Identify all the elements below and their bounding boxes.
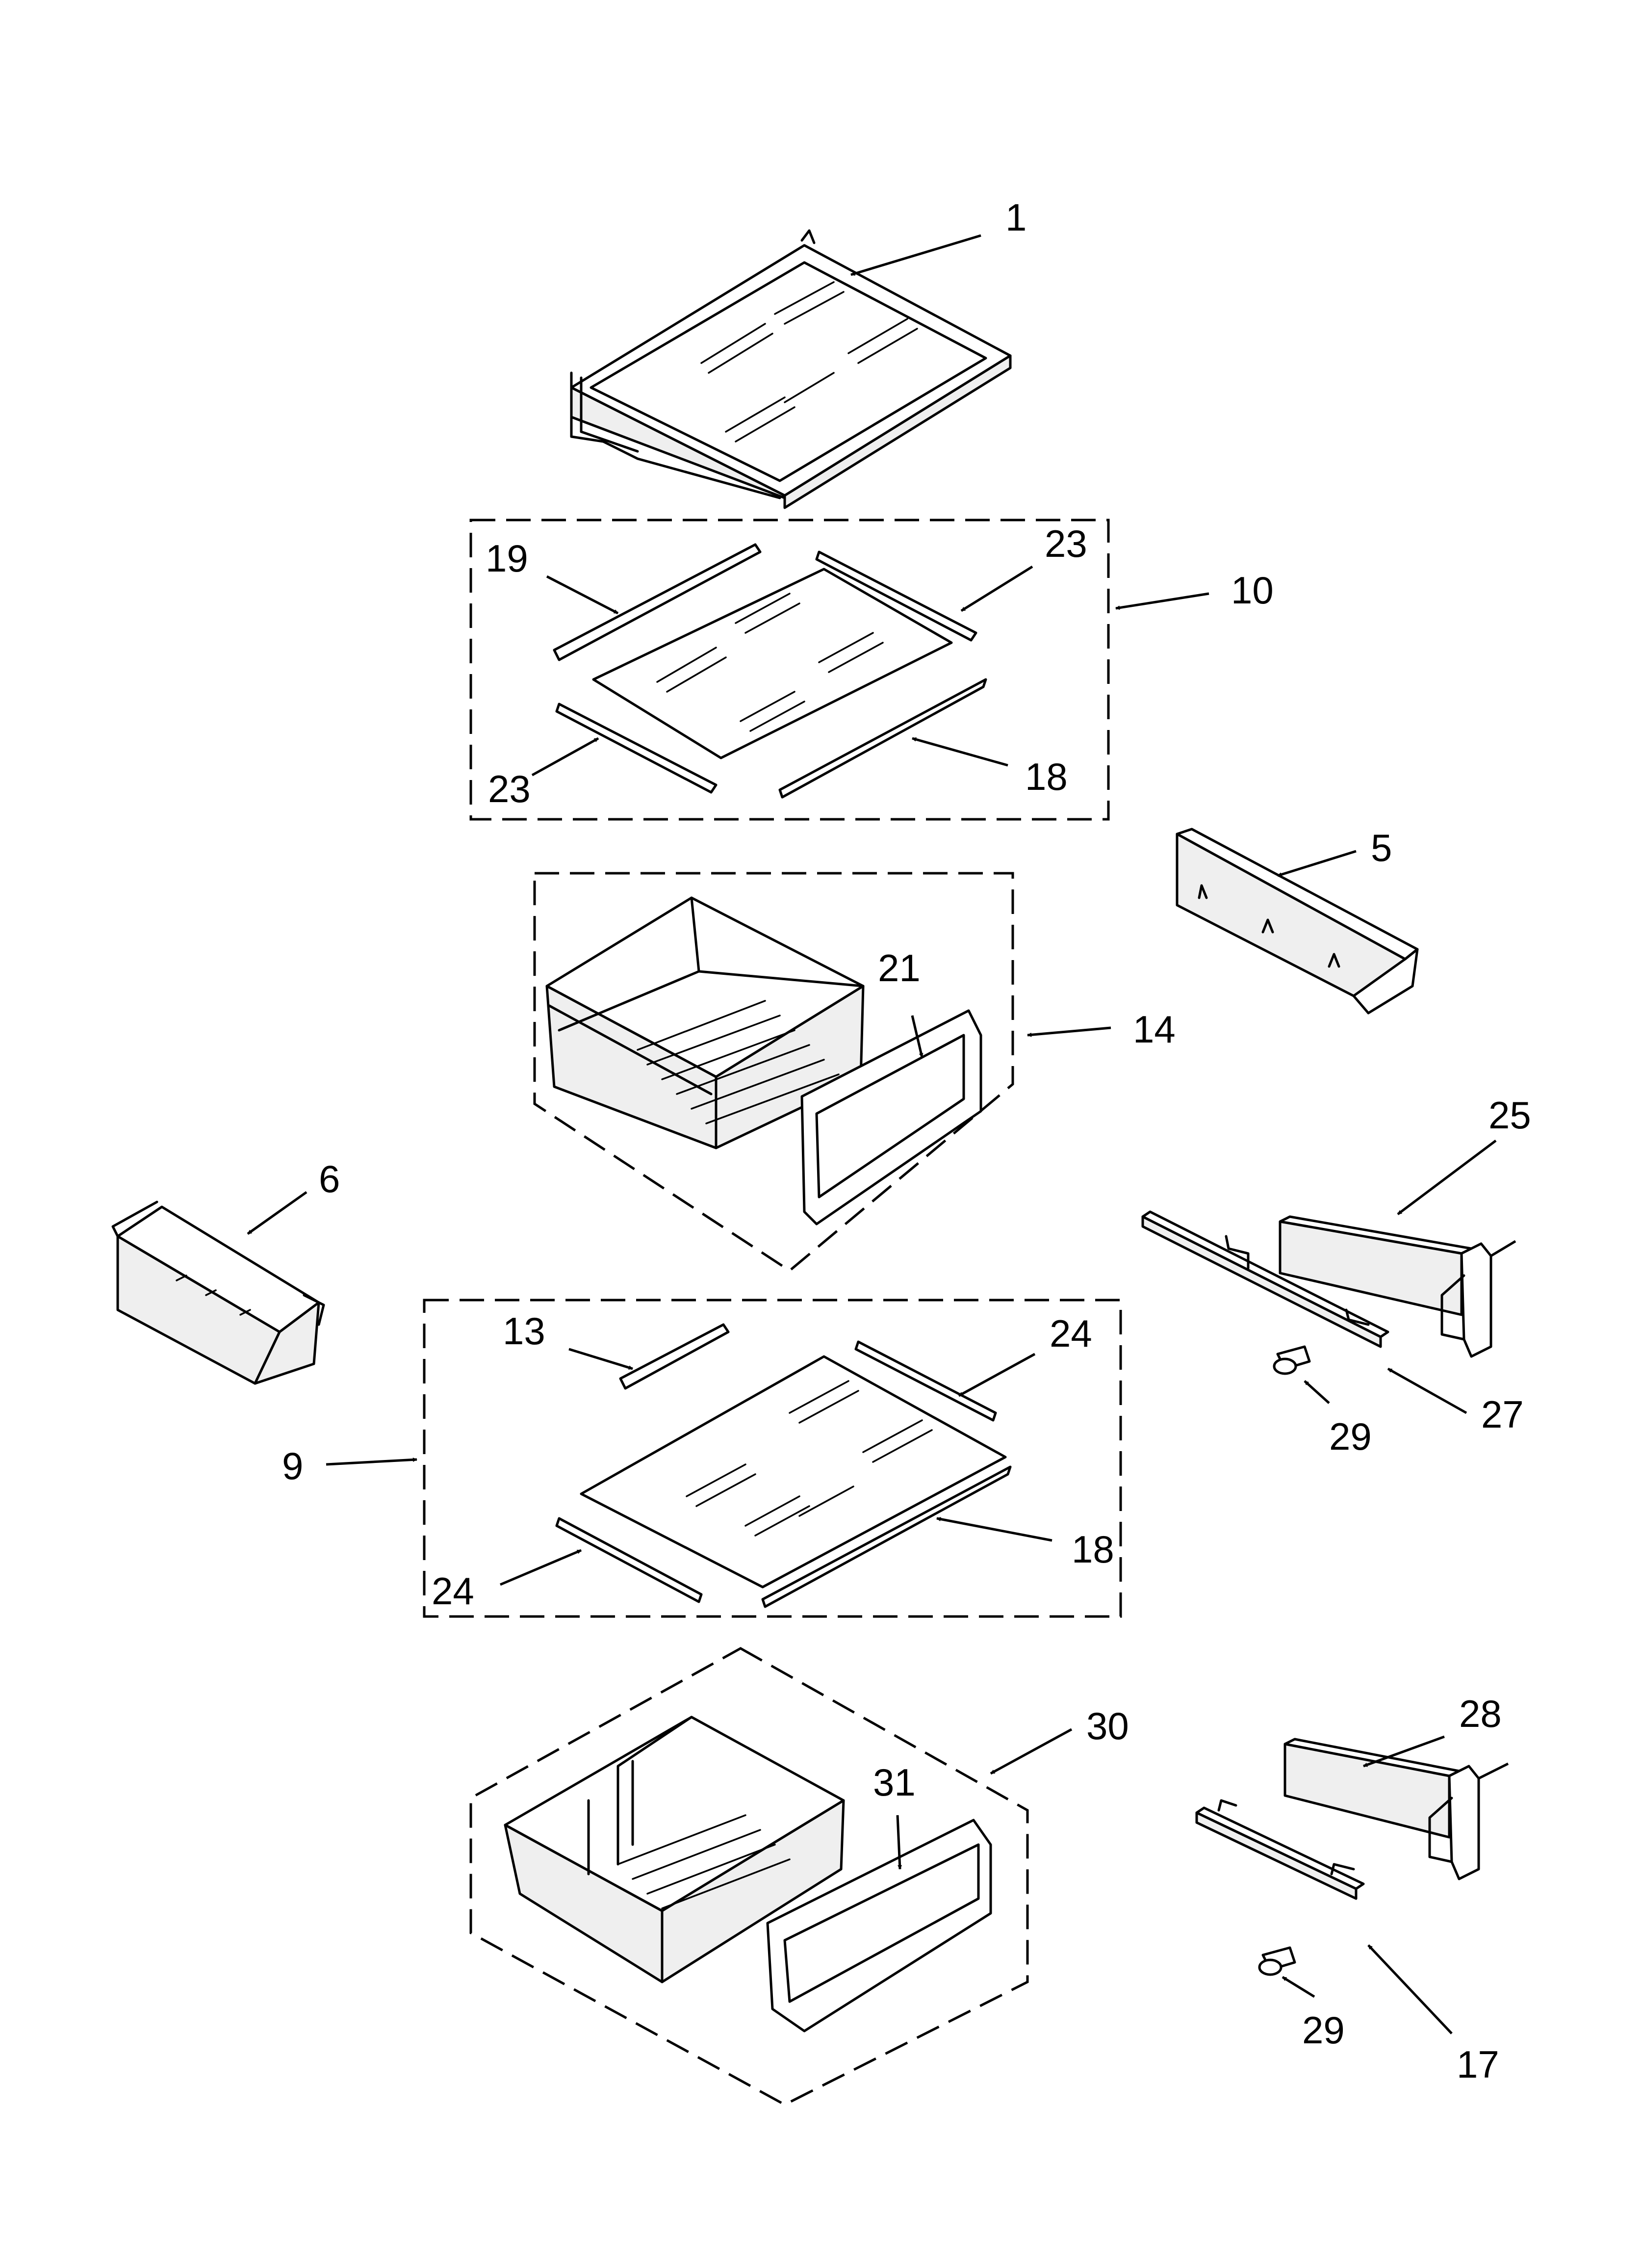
callout-25: 25 (1488, 1094, 1531, 1137)
callout-9: 9 (282, 1444, 303, 1487)
callout-6: 6 (319, 1157, 340, 1200)
callout-29-upper: 29 (1329, 1415, 1372, 1458)
leader-lines (247, 234, 1497, 2034)
part-meat-drawer-lower (469, 1647, 1029, 2106)
callout-10: 10 (1231, 569, 1274, 612)
callout-28: 28 (1459, 1692, 1502, 1735)
callout-24-lower-left: 24 (432, 1569, 474, 1613)
screw-icon-upper (1273, 1345, 1311, 1375)
part-bin (111, 1200, 325, 1385)
callout-24-upper-right: 24 (1050, 1312, 1092, 1355)
callout-19: 19 (486, 537, 528, 580)
part-channel (1176, 828, 1419, 1015)
part-crisper-drawer-upper (533, 872, 1014, 1273)
callout-17: 17 (1457, 2043, 1499, 2086)
part-shelf-glass-kit (469, 519, 1110, 821)
screw-icon-lower (1258, 1946, 1296, 1976)
part-slide-assembly-upper (1141, 1210, 1516, 1358)
callout-27: 27 (1481, 1393, 1524, 1436)
callout-18-upper: 18 (1025, 755, 1068, 798)
callout-30: 30 (1086, 1704, 1129, 1747)
part-shelf-assembly (570, 229, 1012, 509)
callout-31: 31 (873, 1761, 916, 1804)
part-shelf-glass-kit-lower (423, 1299, 1122, 1618)
part-slide-assembly-lower (1195, 1738, 1509, 1900)
callout-1: 1 (1005, 196, 1026, 239)
callout-18-lower: 18 (1072, 1528, 1114, 1571)
callout-23-upper-right: 23 (1045, 522, 1087, 565)
callout-13: 13 (503, 1309, 545, 1353)
callout-5: 5 (1371, 826, 1392, 869)
callout-23-lower-left: 23 (488, 767, 531, 810)
callout-29-lower: 29 (1302, 2008, 1345, 2052)
callout-14: 14 (1133, 1008, 1176, 1051)
callout-21: 21 (878, 946, 921, 990)
